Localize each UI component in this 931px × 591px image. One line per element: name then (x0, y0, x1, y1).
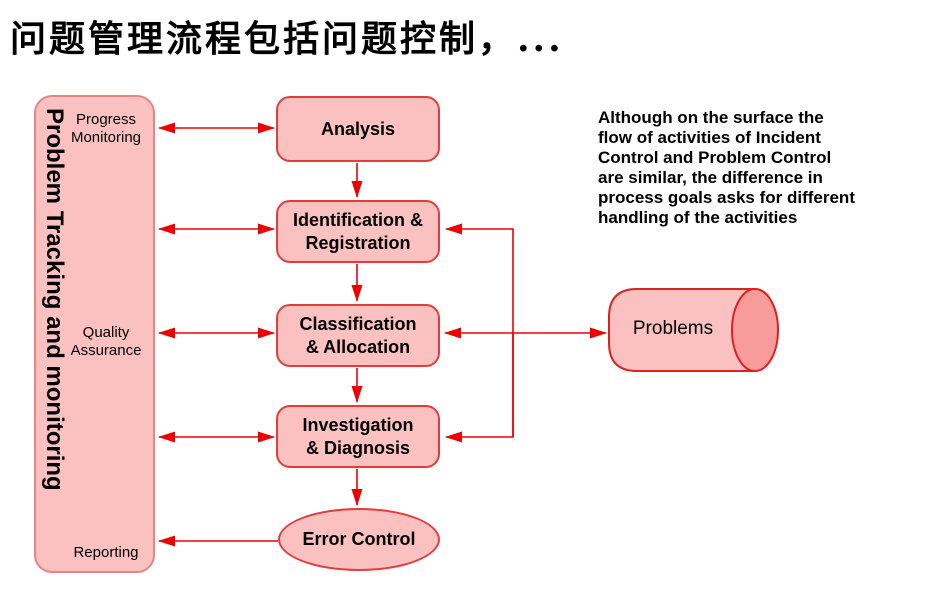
step-analysis: Analysis (276, 96, 440, 162)
step-classification-line2: & Allocation (305, 336, 411, 357)
connector-branch-investigation (445, 333, 514, 443)
note-line: Although on the surface the (598, 108, 824, 127)
problems-label: Problems (632, 318, 714, 339)
step-error-control: Error Control (278, 508, 440, 571)
reporting-label: Reporting (73, 544, 139, 561)
step-error-control-label: Error Control (302, 529, 416, 549)
note-line: process goals asks for different (598, 188, 855, 207)
note-line: are similar, the difference in (598, 168, 823, 187)
step-identification-line2: Registration (305, 232, 411, 253)
note-line: flow of activities of Incident (598, 128, 821, 147)
step-identification-registration: Identification & Registration (276, 200, 440, 263)
step-classification-line1: Classification (299, 313, 417, 334)
step-investigation-diagnosis: Investigation & Diagnosis (276, 405, 440, 468)
step-investigation-line1: Investigation (302, 414, 414, 435)
step-identification-line1: Identification & (293, 209, 423, 230)
slide-title: 问题管理流程包括问题控制，... (10, 18, 564, 60)
note-text: Although on the surface the flow of acti… (598, 108, 914, 228)
connector-branch-identification (445, 223, 514, 437)
quality-assurance-label: Quality Assurance (70, 324, 142, 359)
problem-tracking-bar (34, 95, 155, 573)
progress-monitoring-label: Progress Monitoring (70, 111, 142, 146)
problems-cylinder-face (731, 288, 779, 372)
note-line: handling of the activities (598, 208, 798, 227)
note-line: Control and Problem Control (598, 148, 832, 167)
step-analysis-label: Analysis (320, 118, 396, 139)
step-classification-allocation: Classification & Allocation (276, 304, 440, 367)
step-investigation-line2: & Diagnosis (305, 437, 411, 458)
